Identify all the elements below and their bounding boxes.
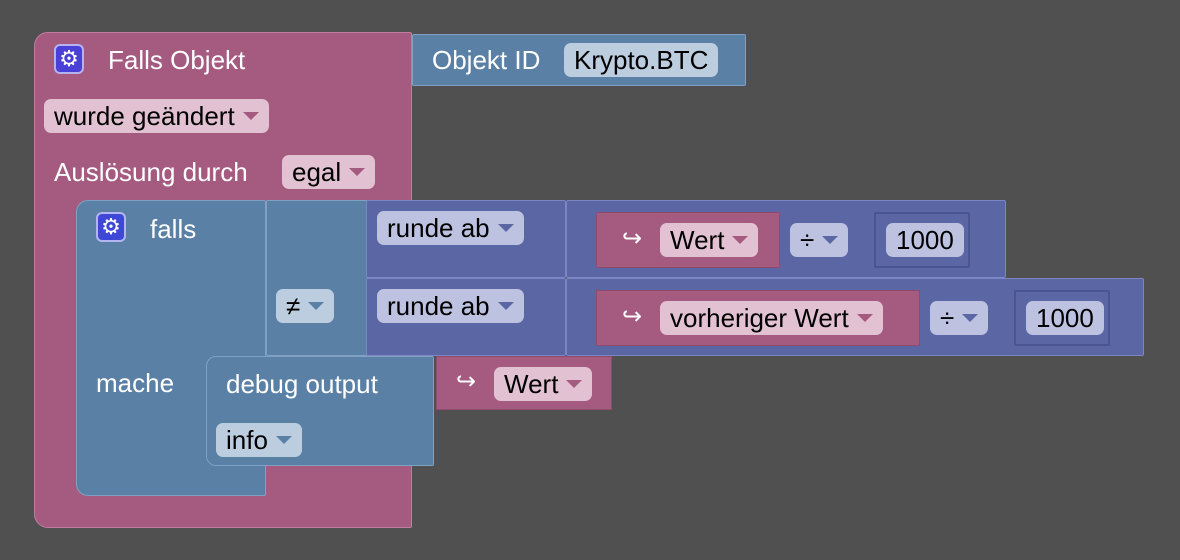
divide-operator-dropdown-1[interactable]: ÷ [790, 223, 849, 257]
chevron-down-icon [308, 302, 325, 310]
event-mode-dropdown[interactable]: wurde geändert [44, 99, 269, 133]
chevron-down-icon [566, 380, 583, 388]
round-function-value-2: runde ab [387, 291, 490, 321]
divide-operator-dropdown-2[interactable]: ÷ [930, 301, 989, 335]
variable-arrow-icon: ↪ [456, 368, 477, 395]
round-function-dropdown-1[interactable]: runde ab [377, 211, 524, 245]
debug-variable-value: Wert [504, 369, 559, 399]
debug-variable-dropdown[interactable]: Wert [494, 367, 593, 401]
do-label: mache [96, 368, 175, 398]
trigger-value: egal [292, 157, 342, 187]
variable-arrow-icon: ↪ [622, 225, 643, 252]
compare-operator-dropdown[interactable]: ≠ [276, 289, 335, 323]
debug-level-value: info [226, 425, 268, 455]
chevron-down-icon [732, 236, 749, 244]
divisor-slot-1 [874, 212, 970, 268]
variable-value-1: Wert [670, 225, 725, 255]
object-id-value: Krypto.BTC [574, 45, 709, 75]
round-function-value-1: runde ab [387, 213, 490, 243]
divisor-input-2[interactable]: 1000 [1026, 301, 1104, 335]
trigger-label: Auslösung durch [54, 157, 248, 187]
gear-icon[interactable]: ⚙ [54, 44, 84, 74]
variable-arrow-icon: ↪ [622, 303, 643, 330]
divisor-value-2: 1000 [1036, 303, 1094, 333]
debug-level-dropdown[interactable]: info [216, 423, 302, 457]
debug-output-block[interactable] [206, 356, 434, 466]
chevron-down-icon [497, 224, 514, 232]
divisor-input-1[interactable]: 1000 [886, 223, 964, 257]
chevron-down-icon [497, 302, 514, 310]
variable-dropdown-1[interactable]: Wert [660, 223, 759, 257]
gear-icon[interactable]: ⚙ [96, 212, 126, 242]
compare-operator-value: ≠ [286, 291, 301, 321]
object-id-input[interactable]: Krypto.BTC [564, 43, 719, 77]
round-function-dropdown-2[interactable]: runde ab [377, 289, 524, 323]
divisor-slot-2 [1014, 290, 1110, 346]
event-title: Falls Objekt [108, 45, 246, 75]
chevron-down-icon [242, 112, 259, 120]
variable-value-2: vorheriger Wert [670, 303, 849, 333]
chevron-down-icon [349, 168, 366, 176]
object-id-label: Objekt ID [432, 45, 541, 75]
compare-block[interactable] [266, 200, 368, 356]
divide-operator-value-2: ÷ [940, 303, 955, 333]
divisor-value-1: 1000 [896, 225, 954, 255]
chevron-down-icon [275, 436, 292, 444]
chevron-down-icon [856, 314, 873, 322]
if-label: falls [150, 214, 197, 244]
chevron-down-icon [822, 236, 839, 244]
trigger-dropdown[interactable]: egal [282, 155, 376, 189]
debug-output-label: debug output [226, 369, 378, 399]
divide-operator-value-1: ÷ [800, 225, 815, 255]
event-mode-value: wurde geändert [54, 101, 235, 131]
chevron-down-icon [962, 314, 979, 322]
event-block-inner-gap [412, 86, 1180, 200]
variable-dropdown-2[interactable]: vorheriger Wert [660, 301, 883, 335]
